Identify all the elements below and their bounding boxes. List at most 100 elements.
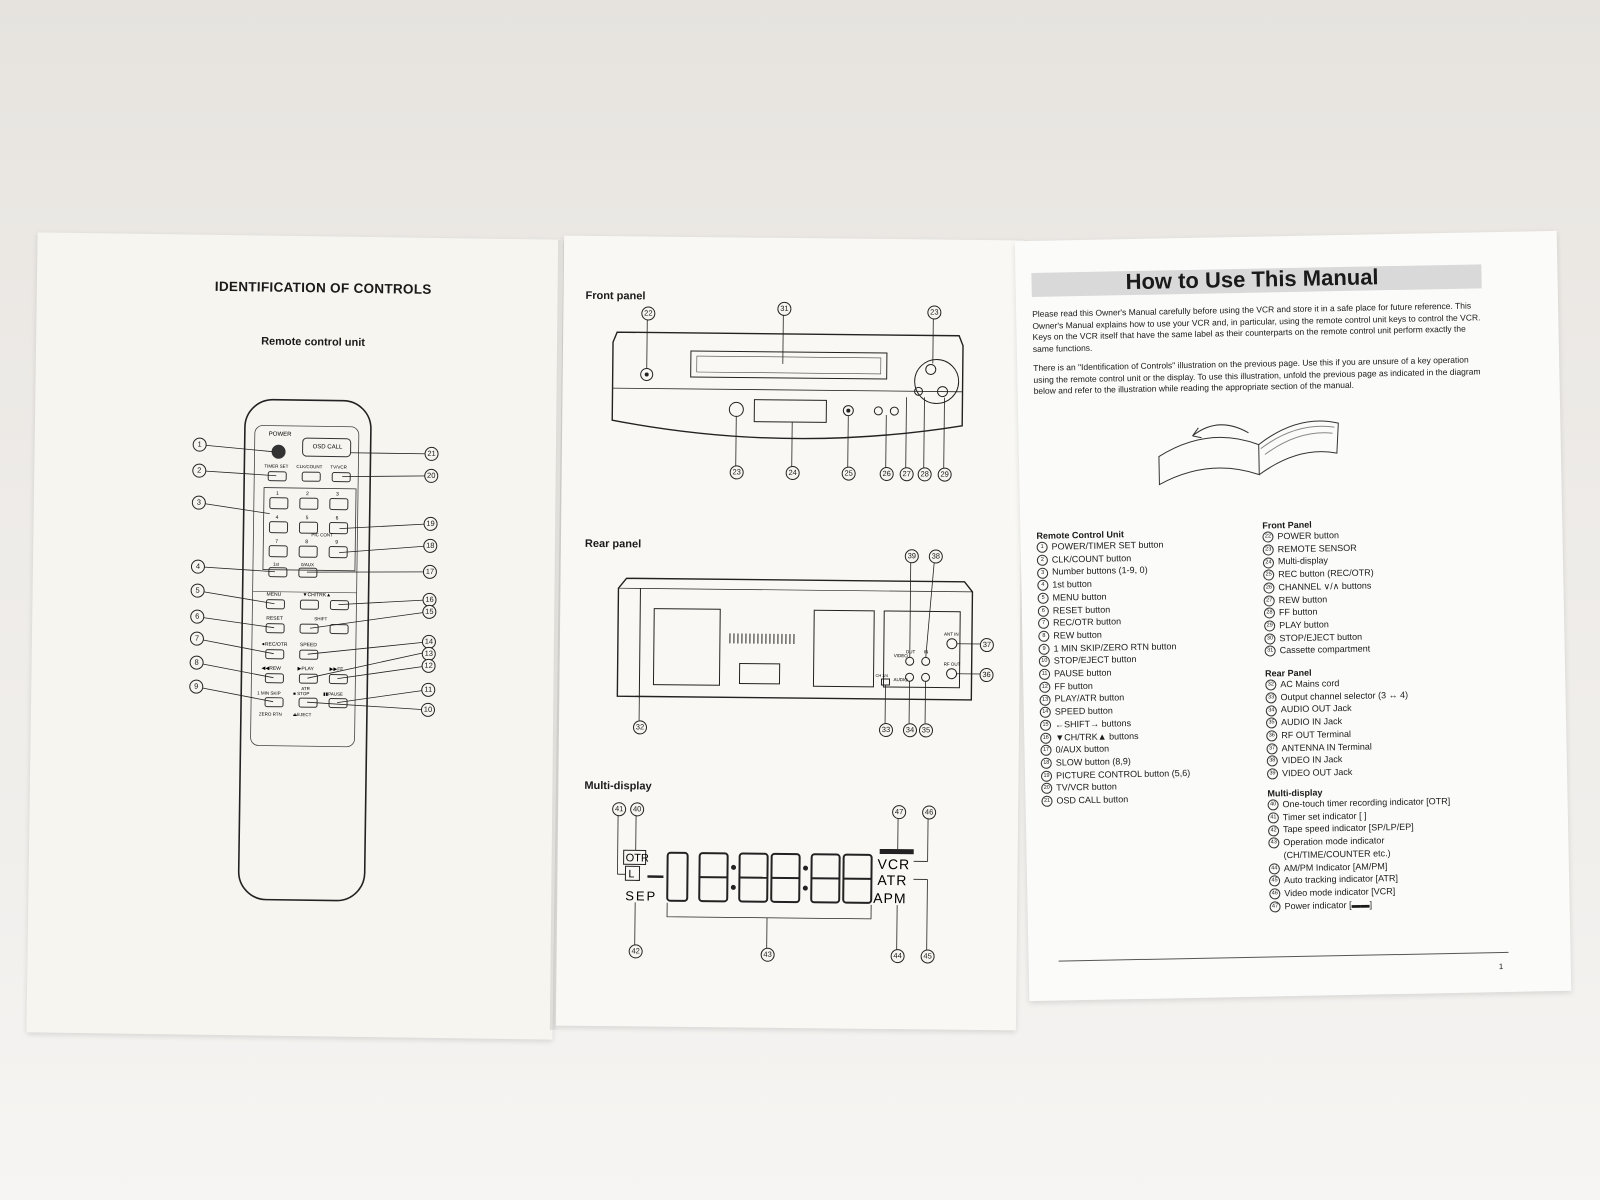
rec-otr-label: ●REC/OTR bbox=[262, 642, 288, 648]
item-text: RESET button bbox=[1052, 604, 1111, 616]
item-text: RF OUT Terminal bbox=[1281, 728, 1352, 741]
intro-paragraph-2: There is an "Identification of Controls"… bbox=[1033, 354, 1481, 396]
callout-20: 20 bbox=[424, 468, 439, 483]
item-text: FF button bbox=[1054, 680, 1093, 692]
footer-rule bbox=[1058, 951, 1509, 962]
ch-trk-label: ▼CH/TRK▲ bbox=[303, 592, 332, 598]
item-number-badge: 32 bbox=[1265, 679, 1277, 691]
item-number-badge: 24 bbox=[1262, 556, 1275, 569]
item-text: OSD CALL button bbox=[1056, 794, 1129, 806]
callout-5: 5 bbox=[190, 583, 205, 598]
menu-label: MENU bbox=[267, 592, 282, 598]
item-text: CHANNEL ∨/∧ buttons bbox=[1278, 580, 1372, 593]
item-text: 1 MIN SKIP/ZERO RTN button bbox=[1053, 640, 1177, 654]
item-text: Operation mode indicator bbox=[1283, 835, 1385, 848]
item-text: PLAY button bbox=[1279, 619, 1329, 631]
item-number-badge: 10 bbox=[1038, 656, 1050, 668]
page-number: 1 bbox=[1498, 962, 1504, 972]
front-callout-23-top: 23 bbox=[927, 305, 942, 320]
item-number-badge: 4 bbox=[1037, 579, 1049, 592]
item-number-badge: 11 bbox=[1038, 668, 1051, 681]
front-panel-label: Front panel bbox=[585, 289, 646, 303]
speed-label: SPEED bbox=[300, 642, 317, 648]
zero-aux-label: 0/AUX bbox=[301, 562, 314, 567]
item-number-badge: 36 bbox=[1266, 730, 1278, 742]
item-number-badge: 28 bbox=[1263, 607, 1276, 619]
remote-button-panel bbox=[250, 425, 360, 748]
item-number-badge: 35 bbox=[1265, 717, 1278, 729]
item-text: SPEED button bbox=[1054, 705, 1113, 717]
display-callout-47: 47 bbox=[892, 805, 907, 820]
rear-callout-33: 33 bbox=[878, 722, 894, 738]
item-text: REW button bbox=[1278, 593, 1328, 605]
item-text: VIDEO OUT Jack bbox=[1281, 766, 1353, 779]
callout-7: 7 bbox=[189, 631, 205, 646]
identification-title: IDENTIFICATION OF CONTROLS bbox=[214, 278, 432, 297]
item-number-badge: 42 bbox=[1268, 824, 1280, 837]
item-number-badge: 22 bbox=[1262, 531, 1274, 543]
number-pad-frame bbox=[262, 487, 357, 572]
item-number-badge: 3 bbox=[1037, 567, 1049, 579]
item-text: ←SHIFT→ buttons bbox=[1054, 717, 1132, 730]
item-number-badge: 17 bbox=[1040, 745, 1052, 757]
display-callout-46: 46 bbox=[922, 805, 937, 820]
vcr-indicator: VCR bbox=[878, 856, 911, 872]
atr-label: ATR bbox=[301, 686, 310, 691]
osd-call-button-shape bbox=[302, 437, 352, 458]
item-number-badge: 25 bbox=[1263, 569, 1275, 581]
multi-display-label: Multi-display bbox=[584, 779, 652, 793]
item-number-badge: 27 bbox=[1263, 594, 1275, 607]
pause-label: ▮▮PAUSE bbox=[323, 691, 343, 696]
power-label: POWER bbox=[269, 432, 292, 438]
item-number-badge: 34 bbox=[1265, 704, 1277, 717]
callout-8: 8 bbox=[189, 655, 204, 670]
power-indicator-bar bbox=[879, 848, 914, 855]
svg-text:6: 6 bbox=[336, 516, 339, 522]
display-callout-45: 45 bbox=[920, 949, 935, 964]
item-text: 1st button bbox=[1052, 578, 1092, 590]
rear-callout-35: 35 bbox=[918, 723, 934, 738]
atr-indicator: ATR bbox=[877, 872, 907, 888]
svg-text:VIDEO: VIDEO bbox=[894, 653, 909, 658]
front-callout-25: 25 bbox=[841, 466, 856, 481]
item-text: Multi-display bbox=[1277, 555, 1329, 567]
rear-callout-34: 34 bbox=[902, 723, 918, 738]
item-number-badge: 14 bbox=[1039, 706, 1051, 719]
item-text: AUDIO OUT Jack bbox=[1280, 703, 1352, 715]
item-number-badge: 44 bbox=[1268, 862, 1280, 875]
item-text: Timer set indicator [ ] bbox=[1282, 810, 1367, 822]
front-callout-24: 24 bbox=[785, 465, 800, 481]
item-number-badge: 31 bbox=[1264, 645, 1276, 658]
stop-label: ■ STOP bbox=[293, 691, 309, 696]
item-number-badge: 43 bbox=[1268, 837, 1280, 849]
rear-callout-39: 39 bbox=[904, 549, 919, 564]
item-text: CLK/COUNT button bbox=[1051, 552, 1132, 565]
item-number-badge: 19 bbox=[1040, 770, 1053, 782]
callout-3: 3 bbox=[191, 495, 206, 510]
item-number-badge: 20 bbox=[1041, 783, 1053, 795]
item-number-badge: 33 bbox=[1265, 692, 1277, 704]
item-number-badge: 16 bbox=[1040, 732, 1052, 744]
timer-set-label: TIMER SET bbox=[264, 464, 288, 469]
item-text: Power indicator [▬▬] bbox=[1284, 899, 1373, 911]
item-number-badge: 46 bbox=[1269, 888, 1281, 900]
display-callout-40: 40 bbox=[630, 802, 645, 817]
svg-text:4: 4 bbox=[276, 515, 279, 521]
item-number-badge: 6 bbox=[1037, 605, 1049, 617]
item-number-badge: 7 bbox=[1037, 618, 1050, 630]
item-text: VIDEO IN Jack bbox=[1281, 754, 1343, 766]
item-text: Cassette compartment bbox=[1279, 643, 1371, 656]
front-panel-diagram bbox=[611, 309, 964, 470]
item-number-badge: 5 bbox=[1037, 592, 1049, 604]
left-page: IDENTIFICATION OF CONTROLS Remote contro… bbox=[26, 232, 564, 1040]
callout-10: 10 bbox=[420, 702, 436, 717]
rew-label: ◀◀REW bbox=[262, 666, 282, 672]
